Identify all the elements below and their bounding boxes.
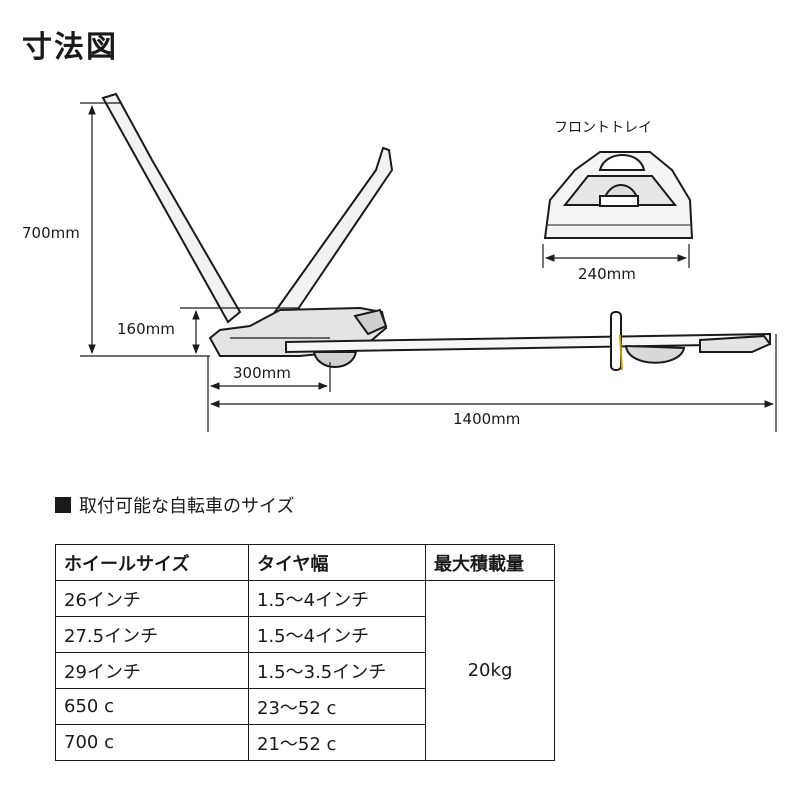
height-700-label: 700mm bbox=[22, 224, 80, 242]
table-row: 650 c 23〜52 c bbox=[55, 688, 555, 725]
table-row: 27.5インチ 1.5〜4インチ bbox=[55, 616, 555, 653]
tray-dimension-lines bbox=[542, 244, 690, 268]
table-row: 29インチ 1.5〜3.5インチ bbox=[55, 652, 555, 689]
table-row: 700 c 21〜52 c bbox=[55, 724, 555, 761]
page-title: 寸法図 bbox=[22, 30, 118, 65]
tire-width-cell: 23〜52 c bbox=[248, 688, 426, 725]
header-tire-width: タイヤ幅 bbox=[248, 544, 426, 581]
length-1400-label: 1400mm bbox=[453, 410, 521, 428]
bike-size-table: ホイールサイズ タイヤ幅 最大積載量 26インチ 1.5〜4インチ 20kg 2… bbox=[55, 544, 555, 761]
section-heading: 取付可能な自転車のサイズ bbox=[55, 492, 294, 518]
length-300-label: 300mm bbox=[233, 364, 291, 382]
front-tray-illustration bbox=[543, 151, 694, 239]
table-header-row: ホイールサイズ タイヤ幅 最大積載量 bbox=[55, 544, 555, 581]
height-160-label: 160mm bbox=[117, 320, 175, 338]
wheel-size-cell: 29インチ bbox=[55, 652, 249, 689]
dimension-lines bbox=[80, 102, 777, 432]
max-load-cell: 20kg bbox=[425, 580, 555, 761]
wheel-size-cell: 27.5インチ bbox=[55, 616, 249, 653]
tire-width-cell: 21〜52 c bbox=[248, 724, 426, 761]
tray-width-label: 240mm bbox=[578, 265, 636, 283]
header-wheel-size: ホイールサイズ bbox=[55, 544, 249, 581]
wheel-size-cell: 26インチ bbox=[55, 580, 249, 617]
wheel-size-cell: 700 c bbox=[55, 724, 249, 761]
header-max-load: 最大積載量 bbox=[425, 544, 555, 581]
section-heading-text: 取付可能な自転車のサイズ bbox=[79, 496, 295, 517]
tire-width-cell: 1.5〜4インチ bbox=[248, 580, 426, 617]
table-row: 26インチ 1.5〜4インチ 20kg bbox=[55, 580, 555, 761]
front-tray-label: フロントトレイ bbox=[554, 120, 652, 136]
rack-side-view bbox=[101, 92, 772, 371]
wheel-size-cell: 650 c bbox=[55, 688, 249, 725]
tire-width-cell: 1.5〜4インチ bbox=[248, 616, 426, 653]
tire-width-cell: 1.5〜3.5インチ bbox=[248, 652, 426, 689]
black-square-icon bbox=[55, 497, 71, 513]
